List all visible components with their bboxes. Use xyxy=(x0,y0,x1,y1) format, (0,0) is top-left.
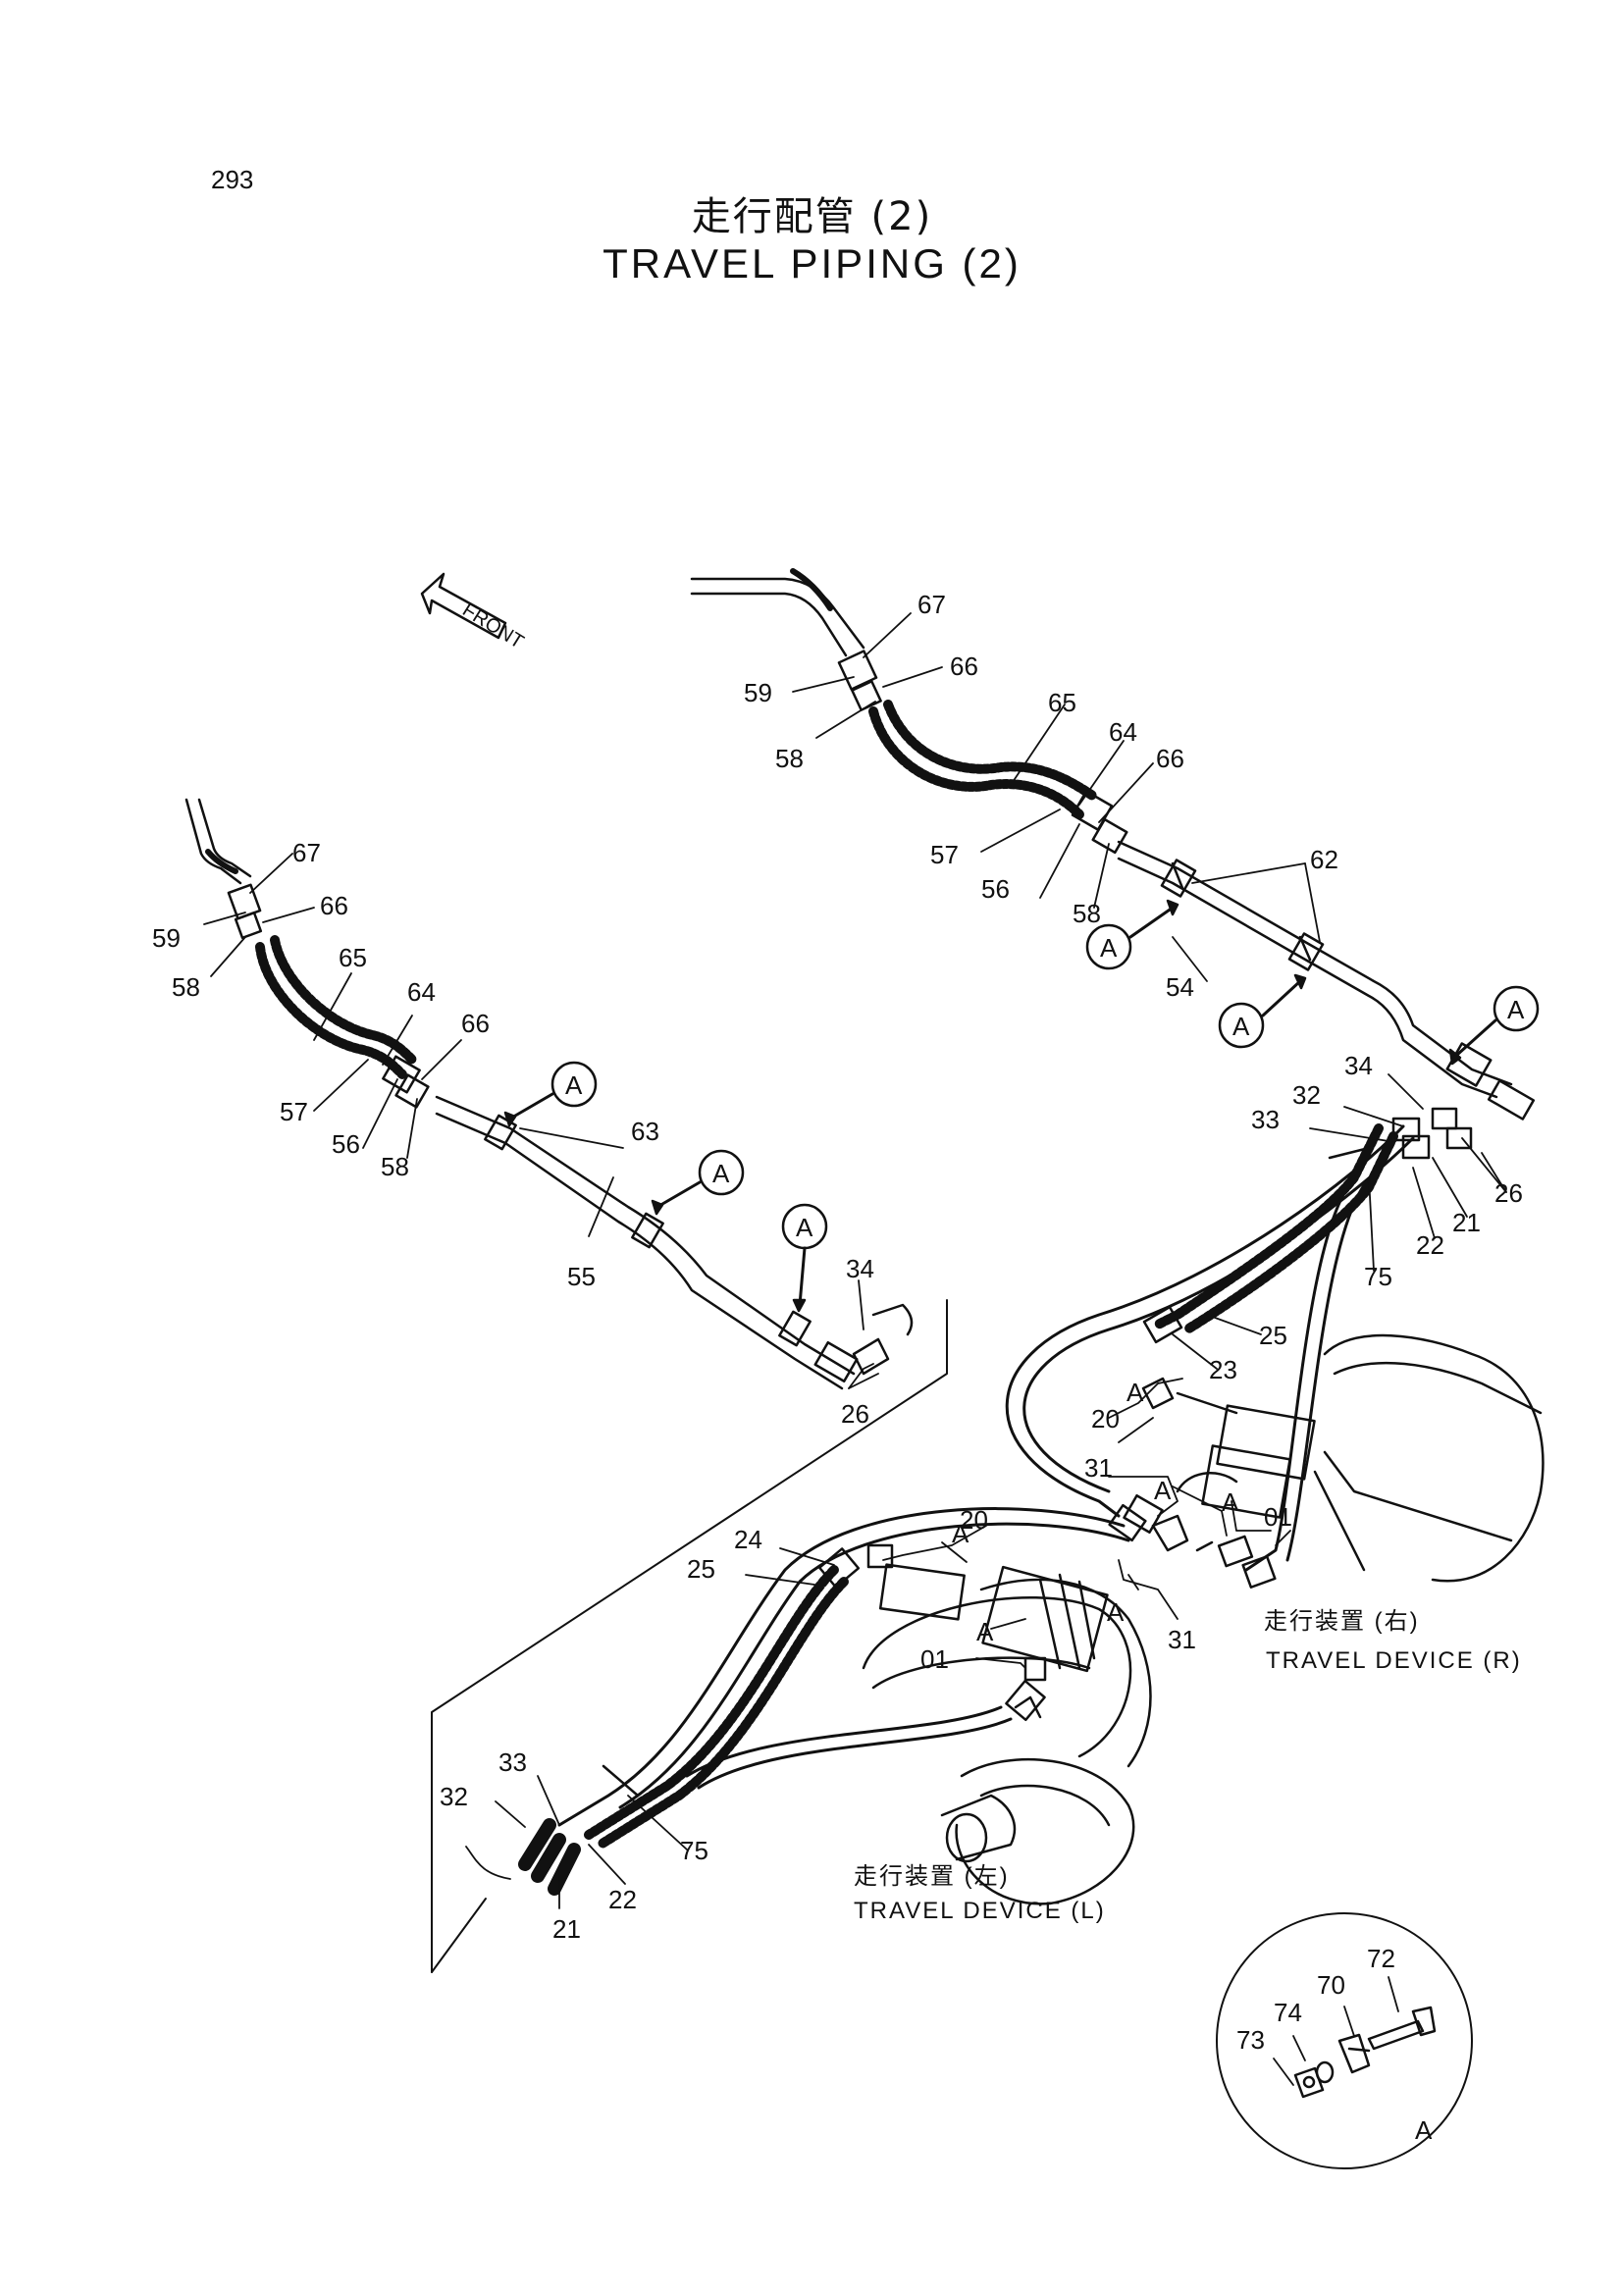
part-label: 64 xyxy=(1109,717,1137,747)
callout-letter: A xyxy=(1222,1487,1239,1517)
part-label: 24 xyxy=(734,1525,762,1554)
part-number-labels: 67 59 66 58 65 64 66 57 56 58 62 54 34 3… xyxy=(152,590,1523,2055)
part-label: 74 xyxy=(1274,1998,1302,2027)
page-title: TRAVEL PIPING (2) xyxy=(602,240,1022,287)
callout-letter: A xyxy=(565,1070,583,1100)
part-label: 66 xyxy=(461,1009,490,1038)
left-hose-bundle xyxy=(518,1503,1147,1896)
part-label: 57 xyxy=(930,840,959,869)
callout-letter: A xyxy=(712,1159,730,1188)
front-arrow-icon: FRONT xyxy=(420,572,527,653)
part-label: 56 xyxy=(981,874,1010,904)
callout-letters: A A A A A A A A A A A A A xyxy=(565,933,1525,2145)
part-label: 26 xyxy=(1494,1178,1523,1208)
part-label: 25 xyxy=(687,1554,715,1584)
part-label: 66 xyxy=(1156,744,1184,773)
front-label: FRONT xyxy=(458,600,527,653)
right-upper-piping xyxy=(690,568,1536,1121)
part-label: 73 xyxy=(1236,2025,1265,2055)
part-label: 22 xyxy=(1416,1230,1444,1260)
part-label: 58 xyxy=(381,1152,409,1181)
part-label: 59 xyxy=(744,678,772,707)
part-label: 33 xyxy=(498,1747,527,1777)
callout-letter: A xyxy=(1107,1597,1125,1627)
part-label: 33 xyxy=(1251,1105,1280,1134)
callout-letter: A xyxy=(1100,933,1118,963)
part-label: 62 xyxy=(1310,845,1338,874)
part-label: 56 xyxy=(332,1129,360,1159)
part-label: 55 xyxy=(567,1262,596,1291)
leader-lines xyxy=(203,612,1507,2086)
right-hose-bundle xyxy=(1005,1107,1473,1572)
part-label: 21 xyxy=(552,1914,581,1944)
device-captions: 走行装置 (右) TRAVEL DEVICE (R) 走行装置 (左) TRAV… xyxy=(854,1608,1522,1924)
part-label: 54 xyxy=(1166,972,1194,1002)
callout-letter: A xyxy=(1507,995,1525,1024)
part-label: 58 xyxy=(172,972,200,1002)
callout-letter: A xyxy=(1415,2115,1433,2145)
callout-letter: A xyxy=(796,1213,813,1242)
part-label: 67 xyxy=(292,838,321,867)
part-label: 01 xyxy=(920,1644,949,1674)
part-label: 01 xyxy=(1264,1502,1292,1532)
page-title-japanese: 走行配管 (2) xyxy=(691,194,933,239)
detail-a-view xyxy=(1216,1912,1473,2169)
travel-device-right-en: TRAVEL DEVICE (R) xyxy=(1266,1647,1522,1674)
part-label: 64 xyxy=(407,977,436,1007)
part-label: 57 xyxy=(280,1097,308,1126)
part-label: 72 xyxy=(1367,1944,1395,1973)
part-label: 59 xyxy=(152,923,181,953)
travel-device-right-jp: 走行装置 (右) xyxy=(1264,1608,1420,1635)
travel-device-left-drawing xyxy=(862,1563,1152,1905)
part-label: 32 xyxy=(1292,1080,1321,1110)
page-number: 293 xyxy=(211,165,254,194)
part-label: 22 xyxy=(608,1885,637,1914)
part-label: 63 xyxy=(631,1117,659,1146)
travel-device-left-jp: 走行装置 (左) xyxy=(854,1863,1010,1890)
part-label: 34 xyxy=(1344,1051,1373,1080)
part-label: 20 xyxy=(1091,1404,1120,1434)
callout-letter: A xyxy=(976,1617,994,1646)
callout-letter: A xyxy=(1126,1378,1144,1407)
part-label: 26 xyxy=(841,1399,869,1429)
travel-device-left-en: TRAVEL DEVICE (L) xyxy=(854,1898,1106,1924)
part-label: 66 xyxy=(950,652,978,681)
callout-letter: A xyxy=(952,1519,969,1548)
part-label: 20 xyxy=(960,1505,988,1535)
part-label: 65 xyxy=(1048,688,1076,717)
part-label: 67 xyxy=(917,590,946,619)
part-label: 75 xyxy=(680,1836,708,1865)
callout-letter: A xyxy=(1154,1476,1172,1505)
part-label: 34 xyxy=(846,1254,874,1283)
left-boundary-lines xyxy=(431,1299,948,1973)
callout-letter: A xyxy=(1232,1012,1250,1041)
travel-device-right-drawing xyxy=(1141,1333,1545,1589)
part-label: 58 xyxy=(1073,899,1101,928)
part-label: 58 xyxy=(775,744,804,773)
part-label: 25 xyxy=(1259,1321,1287,1350)
part-label: 32 xyxy=(440,1782,468,1811)
part-label: 23 xyxy=(1209,1355,1237,1384)
part-label: 31 xyxy=(1168,1625,1196,1654)
part-label: 66 xyxy=(320,891,348,920)
callout-markers xyxy=(503,899,1540,1313)
part-label: 70 xyxy=(1317,1970,1345,2000)
part-label: 75 xyxy=(1364,1262,1392,1291)
part-label: 31 xyxy=(1084,1453,1113,1483)
part-label: 65 xyxy=(339,943,367,972)
part-label: 21 xyxy=(1452,1208,1481,1237)
